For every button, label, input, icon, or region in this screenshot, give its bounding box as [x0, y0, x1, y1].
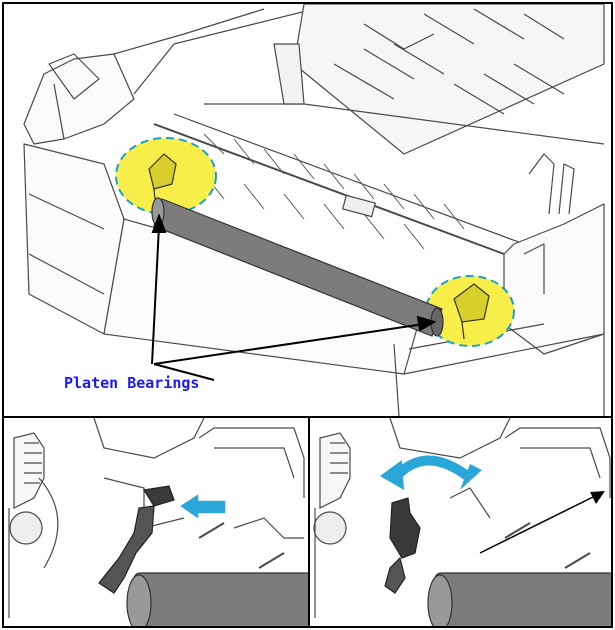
main-printer-view: Platen Bearings [2, 2, 613, 418]
pointer-arrow [479, 491, 605, 554]
rotate-illustration [313, 418, 611, 626]
slide-direction-arrow [177, 491, 227, 522]
printer-illustration [23, 4, 605, 416]
platen-bearings-label: Platen Bearings [64, 374, 200, 392]
bearing-piece [98, 485, 175, 594]
slide-illustration [8, 418, 308, 626]
pointer-arrow [151, 213, 437, 381]
rotate-direction-arrow [380, 455, 482, 490]
bearing-rotate-detail [308, 416, 613, 628]
platen-roller-detail-right [427, 572, 611, 626]
bearing-slide-detail [2, 416, 310, 628]
bearing-piece-rotated [384, 497, 421, 594]
platen-roller-detail-left [126, 572, 308, 626]
